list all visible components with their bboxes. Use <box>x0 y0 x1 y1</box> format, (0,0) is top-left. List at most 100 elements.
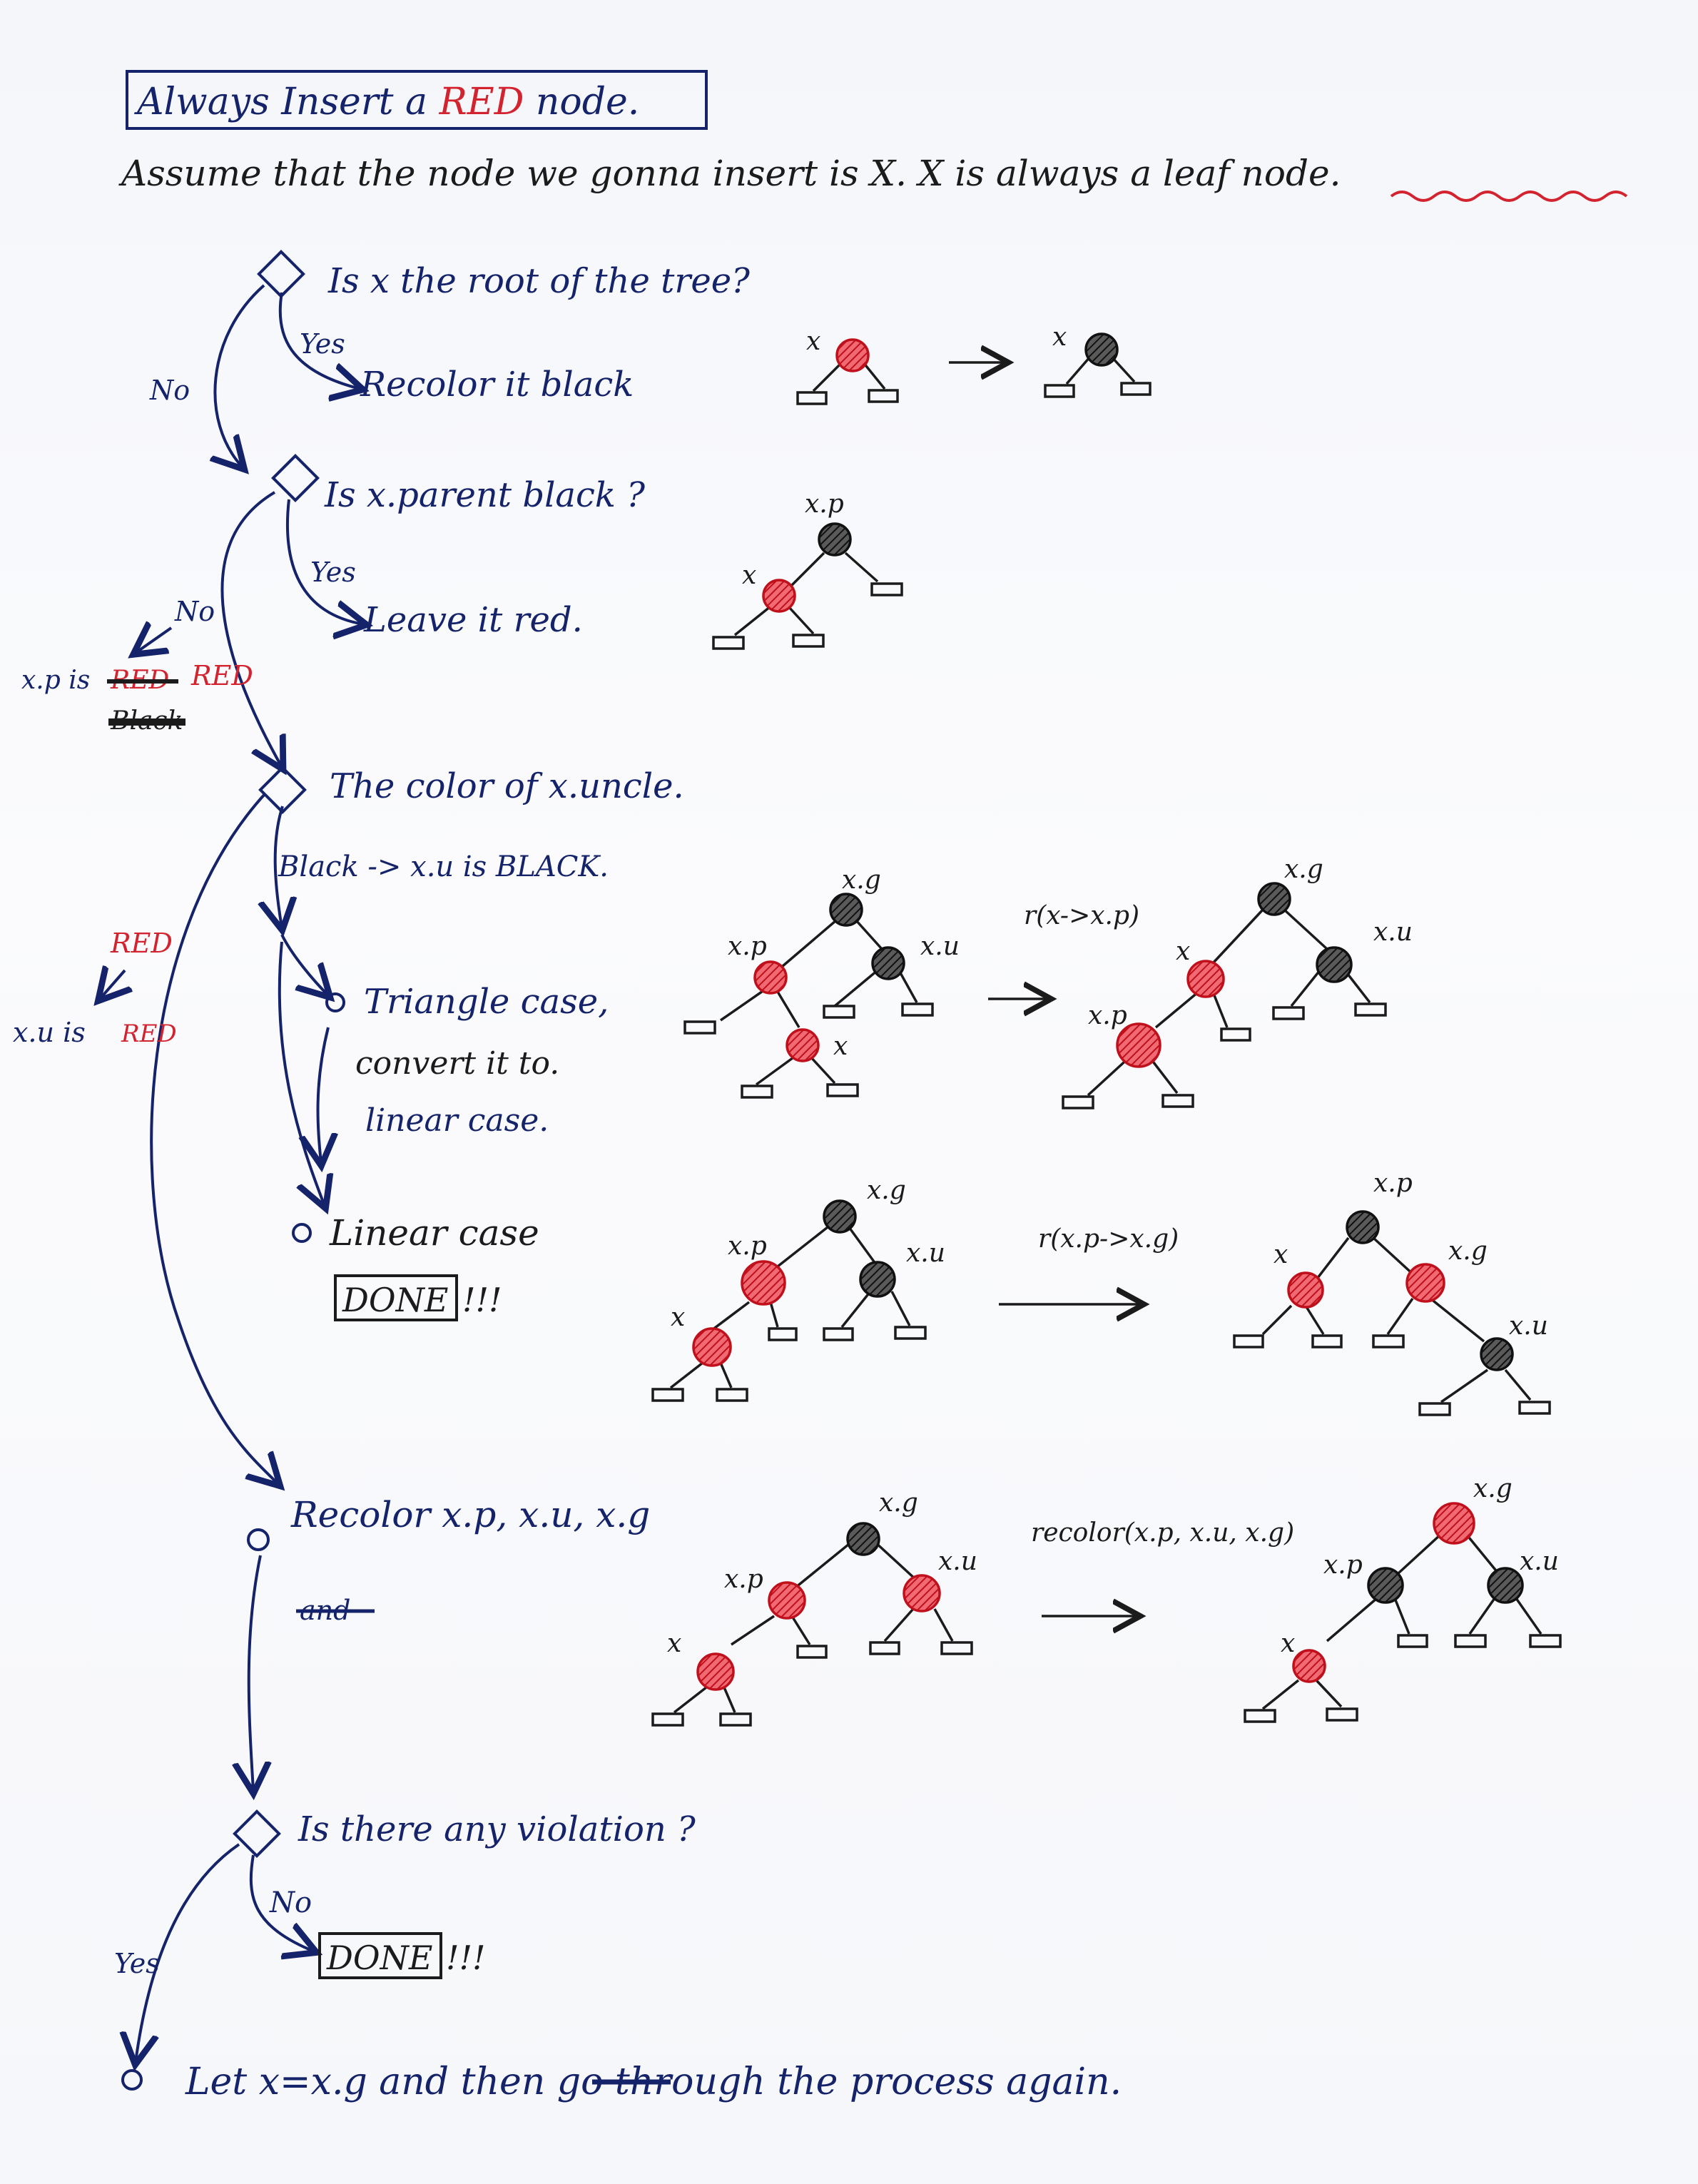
question-parent: Is x.parent black ? <box>324 475 645 515</box>
xp-red-label: RED <box>190 660 253 691</box>
final-step-text: Let x=x.g and then go through the proces… <box>185 2061 1122 2103</box>
yes-label-2: Yes <box>310 557 356 588</box>
xu-red-label: RED <box>121 1020 177 1048</box>
svg-text:x.p: x.p <box>724 1565 763 1594</box>
tree-node-red <box>768 1581 806 1620</box>
svg-text:x.g: x.g <box>842 865 881 895</box>
svg-text:x.u: x.u <box>1509 1311 1548 1341</box>
svg-text:x.p: x.p <box>1323 1550 1363 1580</box>
tree-node-black <box>829 893 863 927</box>
red-branch-label: RED <box>110 928 173 959</box>
tree-node-black <box>1084 332 1119 367</box>
title-box <box>126 70 708 130</box>
done-bangs-2: !!! <box>446 1939 485 1977</box>
tree-node-red <box>835 338 870 372</box>
done-text-1: DONE <box>342 1281 448 1319</box>
recolor-black-text: Recolor it black <box>360 365 634 405</box>
tree-node-red <box>1287 1271 1324 1309</box>
tree-node-black <box>859 1261 896 1298</box>
tree-node-black <box>1257 882 1291 916</box>
question-uncle: The color of x.uncle. <box>330 766 684 806</box>
svg-text:x.g: x.g <box>1448 1236 1488 1266</box>
svg-text:x: x <box>667 1629 681 1658</box>
tree-node-red <box>1405 1263 1445 1303</box>
yes-label-3: Yes <box>114 1948 160 1979</box>
leave-red-text: Leave it red. <box>363 600 583 640</box>
svg-text:x.g: x.g <box>879 1488 918 1518</box>
done-box-2 <box>318 1932 442 1979</box>
xp-is-label: x.p is <box>21 666 90 695</box>
svg-text:r(x->x.p): r(x->x.p) <box>1024 901 1139 930</box>
tree-node-red <box>1186 960 1225 998</box>
svg-text:x: x <box>806 327 820 356</box>
step-circle-final <box>121 2069 143 2091</box>
tree-node-black <box>871 946 905 980</box>
done-bangs-1: !!! <box>462 1281 502 1319</box>
svg-text:x.g: x.g <box>1473 1474 1513 1503</box>
tree-node-red <box>753 960 788 995</box>
done-text-2: DONE <box>326 1939 432 1977</box>
assumption-text: Assume that the node we gonna insert is … <box>118 153 1341 194</box>
tree-node-red <box>1433 1502 1475 1545</box>
triangle-case-line1: Triangle case, <box>364 982 609 1022</box>
question-violation: Is there any violation ? <box>298 1809 696 1849</box>
step-circle-triangle <box>325 992 345 1012</box>
tree-node-red <box>741 1260 786 1306</box>
svg-text:x: x <box>1274 1240 1288 1269</box>
svg-text:r(x.p->x.g): r(x.p->x.g) <box>1038 1224 1179 1254</box>
done-box-1 <box>334 1274 458 1321</box>
svg-text:x.u: x.u <box>920 932 960 961</box>
svg-text:x: x <box>671 1303 685 1332</box>
black-branch-text: Black -> x.u is BLACK. <box>278 850 609 883</box>
xu-is-label: x.u is <box>13 1017 86 1048</box>
svg-text:x: x <box>1281 1629 1295 1658</box>
svg-text:x.g: x.g <box>867 1176 906 1205</box>
svg-text:x: x <box>742 561 756 590</box>
tree-node-black <box>1346 1210 1380 1244</box>
tree-node-black <box>1487 1567 1524 1604</box>
svg-text:x: x <box>1176 937 1190 966</box>
decision-diamond-1 <box>257 250 305 298</box>
no-label-2: No <box>174 596 215 627</box>
step-circle-recolor <box>247 1528 270 1551</box>
svg-text:x.p: x.p <box>805 489 844 519</box>
tree-node-red <box>1116 1022 1161 1068</box>
tree-node-red <box>1292 1649 1326 1683</box>
recolor-step-text: Recolor x.p, x.u, x.g <box>290 1494 650 1535</box>
leaf-underline <box>1390 191 1628 202</box>
svg-text:x.u: x.u <box>938 1547 977 1576</box>
diagram-labels: x x x.p x x.g x.p x.u x r(x->x.p) x.g x.… <box>667 322 1559 1658</box>
svg-text:x.p: x.p <box>728 1231 767 1261</box>
triangle-case-line2: convert it to. <box>355 1045 559 1082</box>
tree-node-black <box>1480 1337 1514 1371</box>
tree-node-red <box>786 1028 820 1062</box>
svg-text:x.u: x.u <box>906 1239 945 1268</box>
tree-node-black <box>1367 1567 1404 1604</box>
tree-node-red <box>692 1327 732 1367</box>
svg-text:x: x <box>1052 322 1067 352</box>
decision-diamond-2 <box>271 454 320 502</box>
triangle-case-line3: linear case. <box>365 1102 549 1139</box>
step-circle-linear <box>292 1223 312 1243</box>
tree-node-red <box>903 1574 941 1612</box>
step-circles <box>121 992 345 2091</box>
svg-text:x.u: x.u <box>1520 1547 1559 1576</box>
svg-text:recolor(x.p, x.u, x.g): recolor(x.p, x.u, x.g) <box>1031 1518 1294 1548</box>
no-label-3: No <box>269 1886 312 1919</box>
no-label-1: No <box>149 375 190 406</box>
svg-text:x.p: x.p <box>1088 1001 1127 1030</box>
svg-text:x.g: x.g <box>1284 855 1323 884</box>
tree-node-red <box>762 579 796 613</box>
flowchart <box>100 250 364 2062</box>
tree-node-black <box>1316 946 1353 983</box>
decision-diamond-4 <box>233 1809 281 1858</box>
yes-label-1: Yes <box>300 328 345 360</box>
tree-node-black <box>823 1199 857 1234</box>
svg-text:x: x <box>833 1032 848 1061</box>
svg-text:x.p: x.p <box>1373 1169 1413 1198</box>
tree-node-black <box>818 522 852 557</box>
tree-diagrams <box>651 332 1562 1727</box>
svg-text:x.p: x.p <box>728 932 767 961</box>
decision-diamond-3 <box>258 766 307 814</box>
